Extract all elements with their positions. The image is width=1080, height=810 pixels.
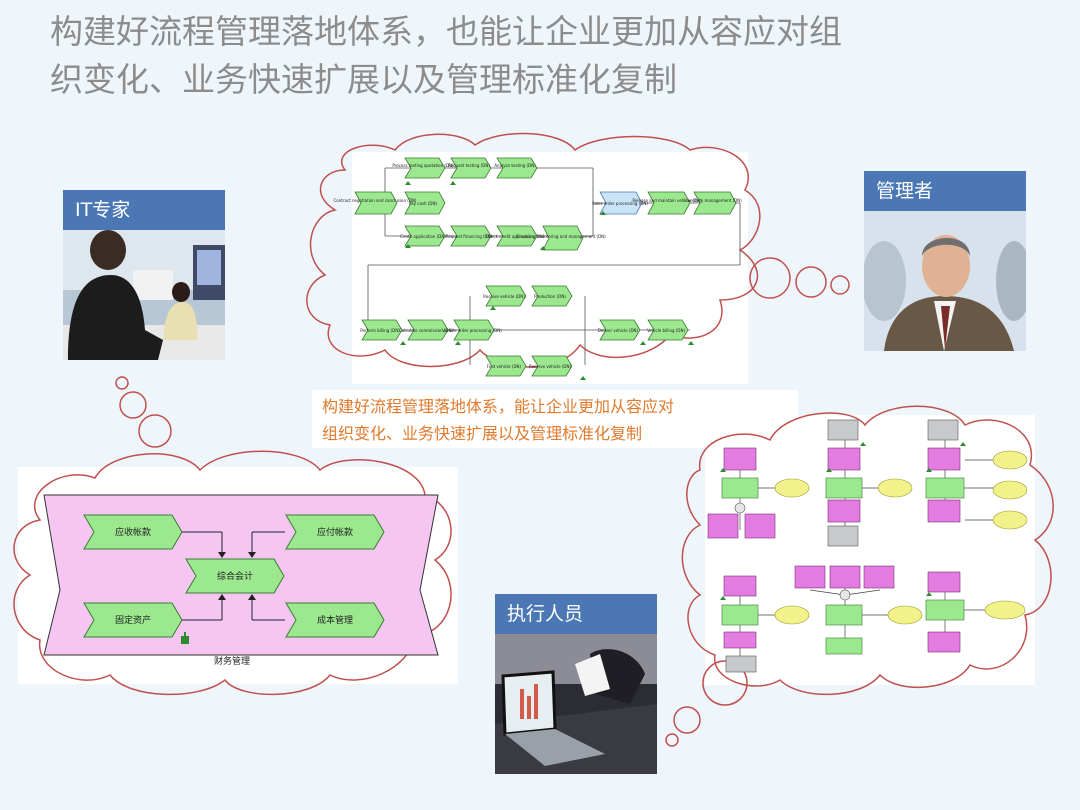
office-photo-icon [63, 230, 225, 360]
finance-node-label: 应收帐款 [115, 526, 151, 538]
top-node-label: Release and maintain vehicle (DN) [632, 198, 702, 203]
top-node-label: Find vehicle (DN) [487, 364, 522, 369]
top-node-label: Deliver vehicle (DN) [598, 328, 639, 333]
top-node-label: Request financing (DN) [446, 234, 493, 239]
top-process-panel [352, 152, 748, 384]
title-line-1: 构建好流程管理落地体系，也能让企业更加从容应对组 [50, 12, 842, 51]
top-node-label: Request testing (DN) [448, 163, 490, 168]
executor-photo [495, 634, 657, 774]
top-node-label: Pay cash (DN) [409, 201, 437, 206]
executor-label: 执行人员 [495, 594, 657, 634]
finance-process-icon [181, 632, 189, 644]
title-line-2: 织变化、业务快速扩展以及管理标准化复制 [50, 60, 677, 99]
manager-photo [864, 211, 1026, 351]
top-node-label: Reserve vehicle (DN) [529, 364, 572, 369]
manager-label: 管理者 [864, 171, 1026, 211]
center-caption-line-1: 构建好流程管理落地体系，能让企业更加从容应对 [322, 397, 675, 416]
top-node-label: Vehicle billing (DN) [647, 328, 686, 333]
top-node-label: Vehicle order processing (DN) [442, 328, 502, 333]
finance-node-label: 成本管理 [317, 614, 353, 626]
it-expert-label: IT专家 [63, 190, 225, 230]
top-node-label: Credit application (DN) [400, 234, 446, 239]
finance-node-label: 综合会计 [217, 570, 253, 582]
top-node-label: Perform billing (DN) [360, 328, 400, 333]
top-node-label: Analyze testing (DN) [494, 163, 536, 168]
laptop-photo-icon [495, 634, 657, 774]
top-node-label: Calculate commission (DN) [399, 328, 454, 333]
top-node-label: Sales order processing (DN) [592, 201, 648, 206]
top-node-label: Receive vehicle (DN) [483, 294, 525, 299]
center-caption-line-2: 组织变化、业务快速扩展以及管理标准化复制 [322, 424, 643, 443]
top-node-label: Process testing quotation (DN) [392, 163, 454, 168]
it-expert-photo [63, 230, 225, 360]
top-node-label: Production (DN) [534, 294, 566, 299]
top-node-label: Inventory management (DN) [684, 198, 742, 203]
top-node-label: Check credit application (DN) [486, 234, 545, 239]
top-node-label: Contract negotiation and conclusion (DN) [334, 198, 417, 203]
top-node-label: Financing monitoring and management (DN) [516, 234, 606, 239]
finance-node-label: 应付帐款 [317, 526, 353, 538]
finance-caption: 财务管理 [214, 655, 250, 667]
businessman-photo-icon [864, 211, 1026, 351]
page-title: 构建好流程管理落地体系，也能让企业更加从容应对组 织变化、业务快速扩展以及管理标… [50, 8, 1050, 104]
finance-node-label: 固定资产 [115, 614, 151, 626]
